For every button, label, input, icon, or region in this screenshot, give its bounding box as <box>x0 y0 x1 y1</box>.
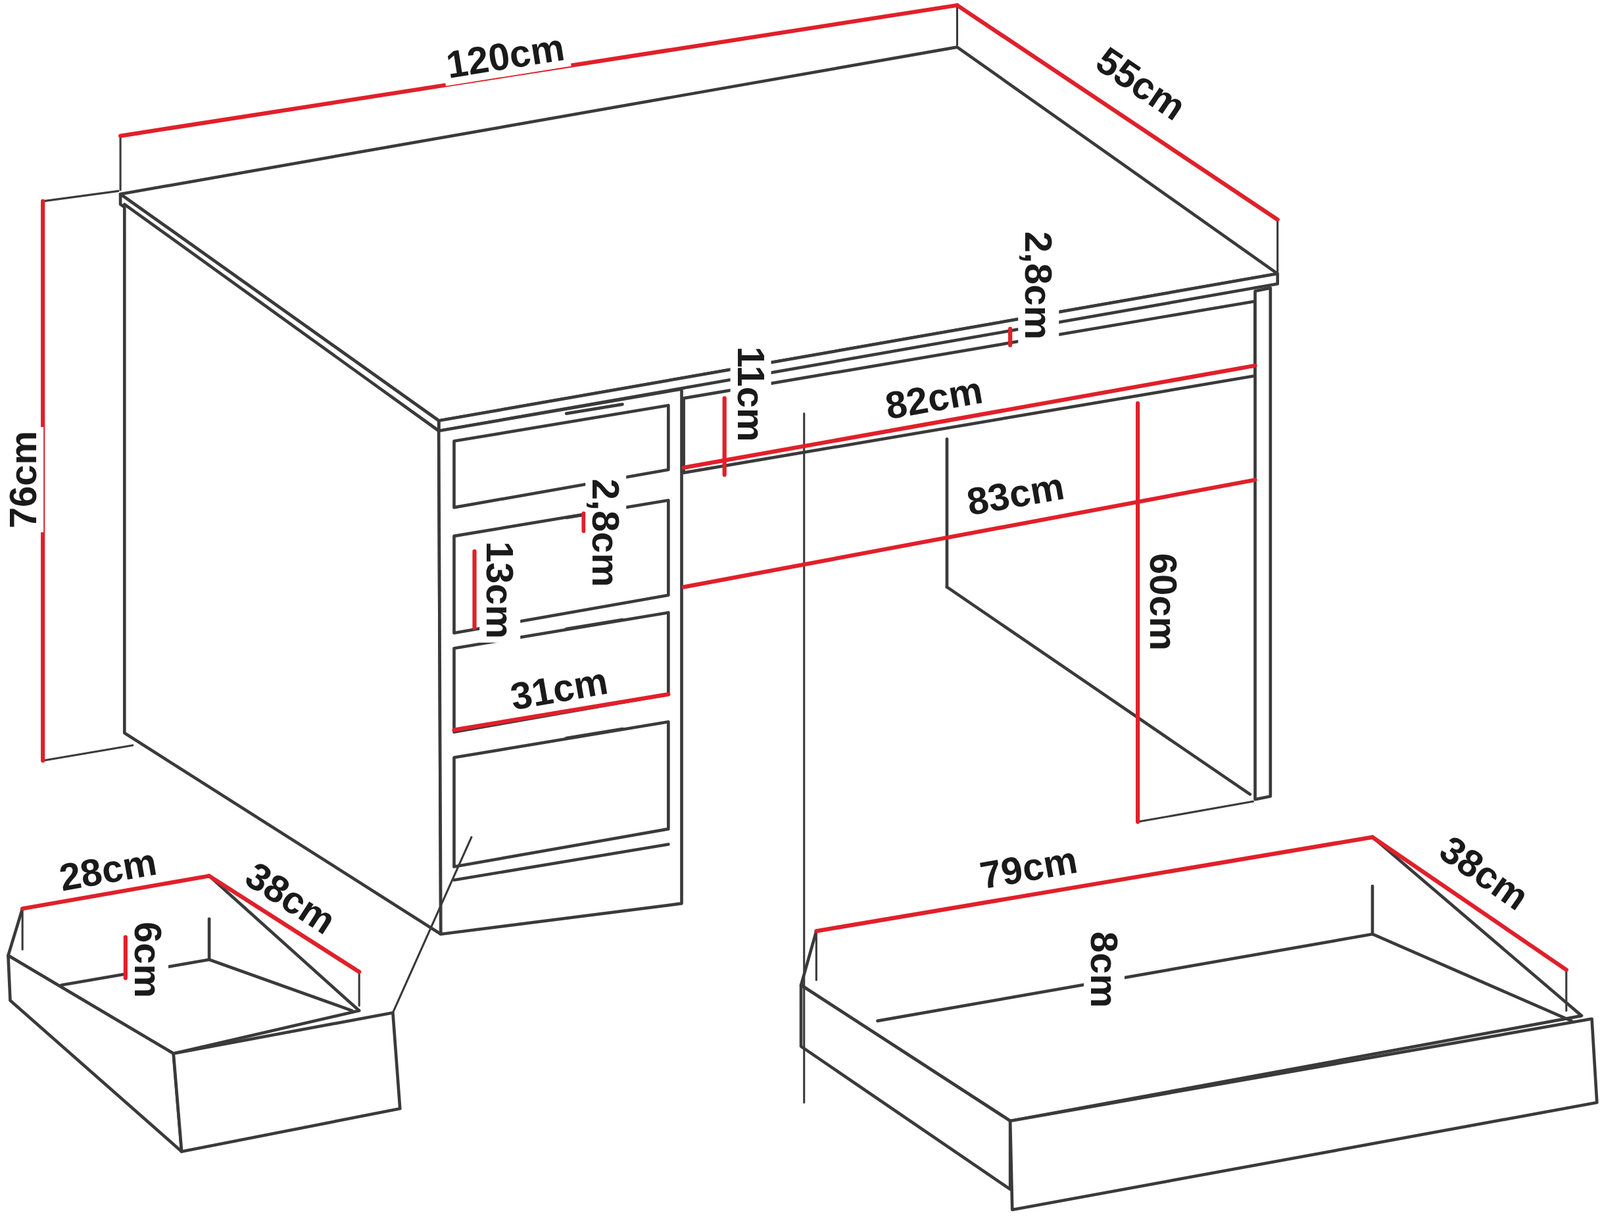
dimension-label: 2,8cm <box>1018 227 1060 344</box>
dimension-label: 13cm <box>479 537 521 643</box>
dimension-label: 2,8cm <box>585 474 627 591</box>
dimension-label: 76cm <box>2 426 44 533</box>
dimension-label: 8cm <box>1083 927 1125 1012</box>
dimension-label: 55cm <box>1085 37 1197 131</box>
dimension-label: 6cm <box>127 917 169 1002</box>
dimension-label: 83cm <box>960 464 1072 524</box>
dimension-label: 120cm <box>439 26 571 87</box>
dimension-label: 11cm <box>730 341 772 446</box>
dimension-label: 60cm <box>1142 549 1184 655</box>
